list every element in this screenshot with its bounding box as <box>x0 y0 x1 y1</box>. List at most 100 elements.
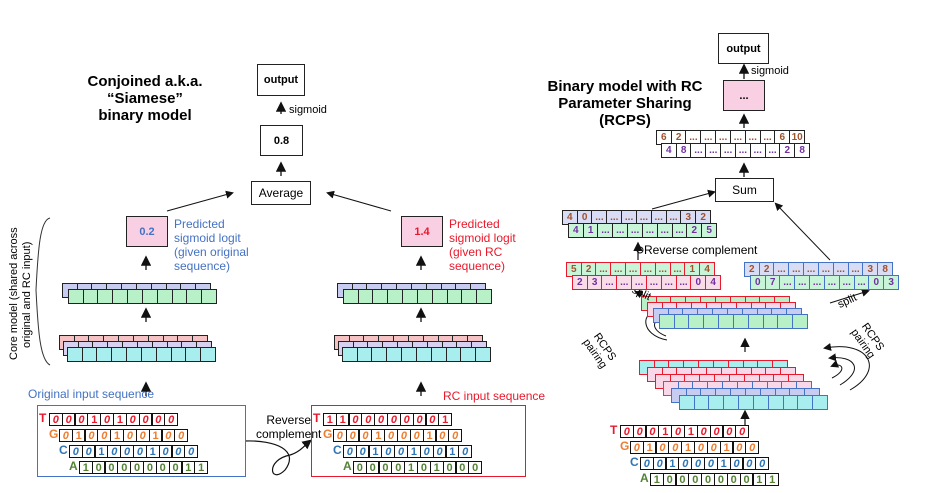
value-cell: 2 <box>686 223 703 238</box>
nucleotide-label-A: A <box>69 459 78 473</box>
core-model-label: Core model (shared across original and R… <box>8 227 34 360</box>
average-value-box: 0.8 <box>260 125 303 156</box>
one-hot-cell: 1 <box>438 413 453 426</box>
value-cell: 1 <box>582 223 599 238</box>
layer-cell <box>127 289 144 304</box>
value-cell: 8 <box>675 143 692 158</box>
value-cell: ... <box>660 275 677 290</box>
value-cell: ... <box>631 275 648 290</box>
caption-line: (given RC <box>449 245 503 259</box>
value-cell: ... <box>838 275 855 290</box>
layer-cell <box>372 289 389 304</box>
value-cell: 4 <box>567 223 584 238</box>
layer-cell <box>718 314 735 329</box>
layer-cell <box>401 347 418 362</box>
rc-input-label: RC input sequence <box>443 389 546 403</box>
layer-cell <box>708 395 725 410</box>
rc-line-2: complement <box>256 427 322 441</box>
layer-cell <box>155 347 172 362</box>
layer-cell <box>777 314 794 329</box>
layer-cell <box>673 314 690 329</box>
rc-line-1: Reverse <box>266 413 312 427</box>
layer-cell <box>111 347 128 362</box>
caption-line: Predicted <box>449 217 500 231</box>
value-cell: ... <box>749 143 766 158</box>
one-hot-cell: 0 <box>755 457 770 470</box>
layer-cell <box>738 395 755 410</box>
value-cell: ... <box>779 275 796 290</box>
layer-cell <box>782 395 799 410</box>
layer-cell <box>461 289 478 304</box>
conv-layer-3 <box>341 347 492 362</box>
layer-cell <box>386 347 403 362</box>
layer-cell <box>797 395 814 410</box>
layer-cell <box>112 289 129 304</box>
value-cell: 0 <box>868 275 885 290</box>
rcps-conv-6 <box>678 395 829 410</box>
value-cell: 2 <box>571 275 588 290</box>
one-hot-cell: 0 <box>458 445 473 458</box>
value-cell: ... <box>764 143 781 158</box>
nucleotide-label-A: A <box>640 471 649 485</box>
dense-label: ... <box>739 89 749 102</box>
layer-cell <box>431 289 448 304</box>
filter-layer-front <box>67 289 218 304</box>
value-cell: 4 <box>705 275 722 290</box>
nucleotide-label-T: T <box>610 423 618 437</box>
layer-cell <box>792 314 809 329</box>
dense-box: ... <box>723 80 765 111</box>
layer-cell <box>341 347 358 362</box>
sigmoid-label: sigmoid <box>289 104 327 116</box>
original-input-label: Original input sequence <box>28 387 155 401</box>
value-cell: 8 <box>794 143 811 158</box>
sum-box: Sum <box>715 178 774 202</box>
value-cell: ... <box>823 275 840 290</box>
layer-cell <box>201 289 218 304</box>
layer-cell <box>357 289 374 304</box>
caption-line: sequence) <box>449 259 506 273</box>
layer-cell <box>186 289 203 304</box>
value-cell: 3 <box>883 275 900 290</box>
value-cell: ... <box>601 275 618 290</box>
one-hot-cell: 0 <box>164 413 179 426</box>
siamese-model-title: Conjoined a.k.a. “Siamese” binary model <box>60 73 230 124</box>
value-cell: ... <box>641 223 658 238</box>
nucleotide-label-C: C <box>59 443 68 457</box>
layer-cell <box>402 289 419 304</box>
nucleotide-label-T: T <box>313 411 321 425</box>
nucleotide-label-T: T <box>39 411 47 425</box>
caption-line: sequence) <box>174 259 231 273</box>
value-cell: 7 <box>764 275 781 290</box>
average-label: Average <box>258 186 304 200</box>
value-cell: 0 <box>690 275 707 290</box>
rc-input-box <box>311 405 526 477</box>
layer-cell <box>96 347 113 362</box>
layer-cell <box>703 314 720 329</box>
reverse-complement-label: Reverse complement <box>644 243 758 257</box>
value-cell: 3 <box>586 275 603 290</box>
layer-cell <box>415 347 432 362</box>
layer-cell <box>81 347 98 362</box>
layer-cell <box>446 289 463 304</box>
output-label: output <box>263 74 299 86</box>
layer-cell <box>97 289 114 304</box>
rc-logit-value: 1.4 <box>414 225 430 238</box>
average-box: Average <box>251 181 311 205</box>
layer-cell <box>342 289 359 304</box>
core-model-label-line-1: Core model (shared across <box>8 227 20 360</box>
value-cell: ... <box>809 275 826 290</box>
one-hot-cell: 0 <box>735 425 750 438</box>
nucleotide-label-G: G <box>620 439 630 453</box>
